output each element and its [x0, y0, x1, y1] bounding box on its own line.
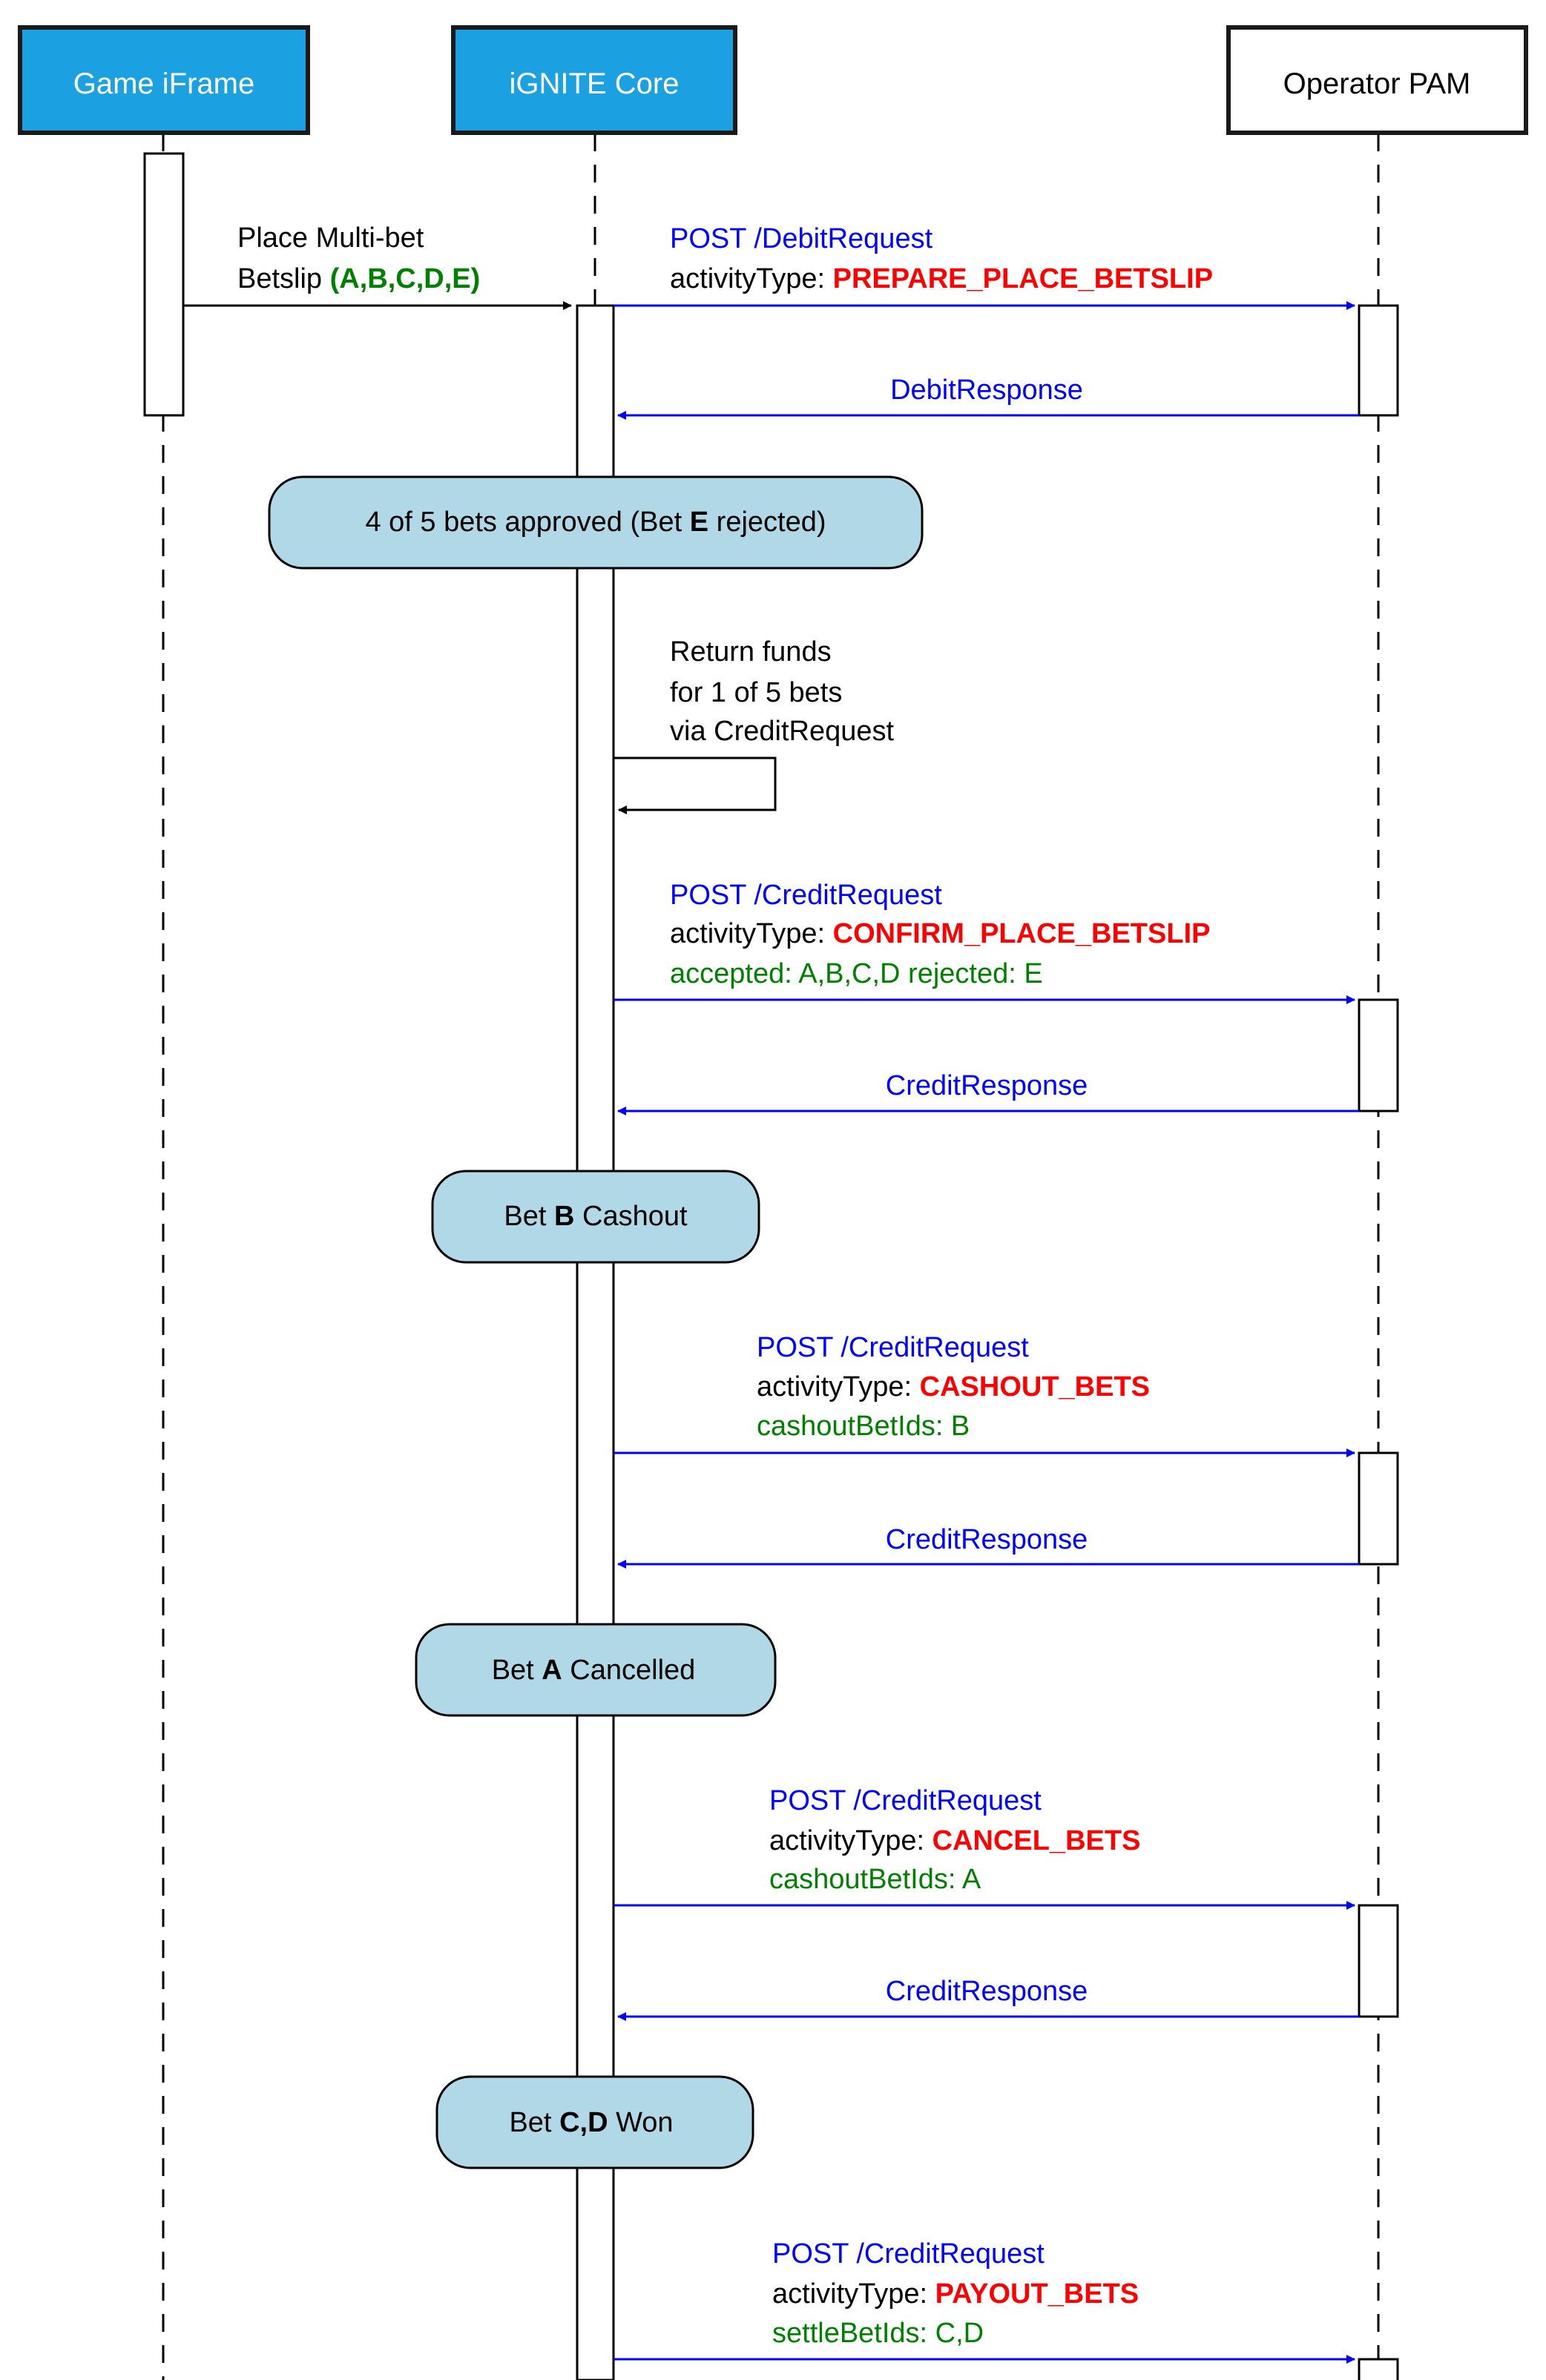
credit-cancel-endpoint: POST /CreditRequest [769, 1785, 1042, 1816]
return-funds-line1: Return funds [670, 636, 832, 667]
debit-request-activity: activityType: PREPARE_PLACE_BETSLIP [670, 263, 1213, 294]
note-text: 4 of 5 bets approved (Bet E rejected) [365, 507, 826, 538]
note-text: Bet B Cashout [504, 1201, 688, 1232]
credit-payout-endpoint: POST /CreditRequest [772, 2238, 1045, 2269]
participant-game-iframe: Game iFrame [18, 25, 310, 135]
credit-cashout-endpoint: POST /CreditRequest [757, 1332, 1029, 1363]
activation-pam-4 [1358, 1904, 1399, 2018]
note-bet-won: Bet C,D Won [435, 2075, 754, 2169]
credit-cancel-activity: activityType: CANCEL_BETS [769, 1825, 1140, 1856]
activation-pam-5 [1358, 2358, 1399, 2380]
activation-pam-1 [1358, 304, 1399, 417]
arrow-return-funds [614, 756, 777, 814]
activation-game-iframe [143, 152, 185, 417]
credit-payout-activity: activityType: PAYOUT_BETS [772, 2278, 1139, 2310]
credit-response-3-label: CreditResponse [886, 1976, 1088, 2007]
return-funds-line2: for 1 of 5 bets [670, 677, 842, 708]
activation-pam-2 [1358, 998, 1399, 1112]
credit-response-2-label: CreditResponse [886, 1524, 1088, 1555]
note-text: Bet C,D Won [509, 2107, 673, 2138]
credit-confirm-activity: activityType: CONFIRM_PLACE_BETSLIP [670, 918, 1210, 949]
credit-payout-detail: settleBetIds: C,D [772, 2318, 984, 2349]
debit-response-label: DebitResponse [890, 375, 1083, 406]
credit-confirm-detail: accepted: A,B,C,D rejected: E [670, 958, 1043, 989]
note-bets-approved: 4 of 5 bets approved (Bet E rejected) [268, 475, 924, 570]
participant-label: iGNITE Core [510, 67, 680, 100]
debit-request-endpoint: POST /DebitRequest [670, 223, 933, 254]
place-multibet-line2: Betslip (A,B,C,D,E) [237, 263, 480, 294]
credit-cashout-detail: cashoutBetIds: B [757, 1411, 970, 1442]
participant-ignite-core: iGNITE Core [451, 25, 737, 135]
note-text: Bet A Cancelled [492, 1655, 696, 1686]
note-bet-cancelled: Bet A Cancelled [415, 1623, 777, 1717]
credit-response-1-label: CreditResponse [886, 1070, 1088, 1101]
return-funds-line3: via CreditRequest [670, 716, 894, 747]
place-multibet-line1: Place Multi-bet [237, 222, 424, 254]
activation-ignite-core [576, 304, 615, 2380]
activation-pam-3 [1358, 1451, 1399, 1566]
credit-cashout-activity: activityType: CASHOUT_BETS [757, 1371, 1150, 1402]
participant-label: Game iFrame [73, 67, 255, 100]
credit-cancel-detail: cashoutBetIds: A [769, 1864, 981, 1895]
note-bet-cashout: Bet B Cashout [431, 1170, 760, 1264]
credit-confirm-endpoint: POST /CreditRequest [670, 880, 942, 911]
participant-label: Operator PAM [1283, 67, 1471, 100]
participant-operator-pam: Operator PAM [1226, 25, 1528, 135]
